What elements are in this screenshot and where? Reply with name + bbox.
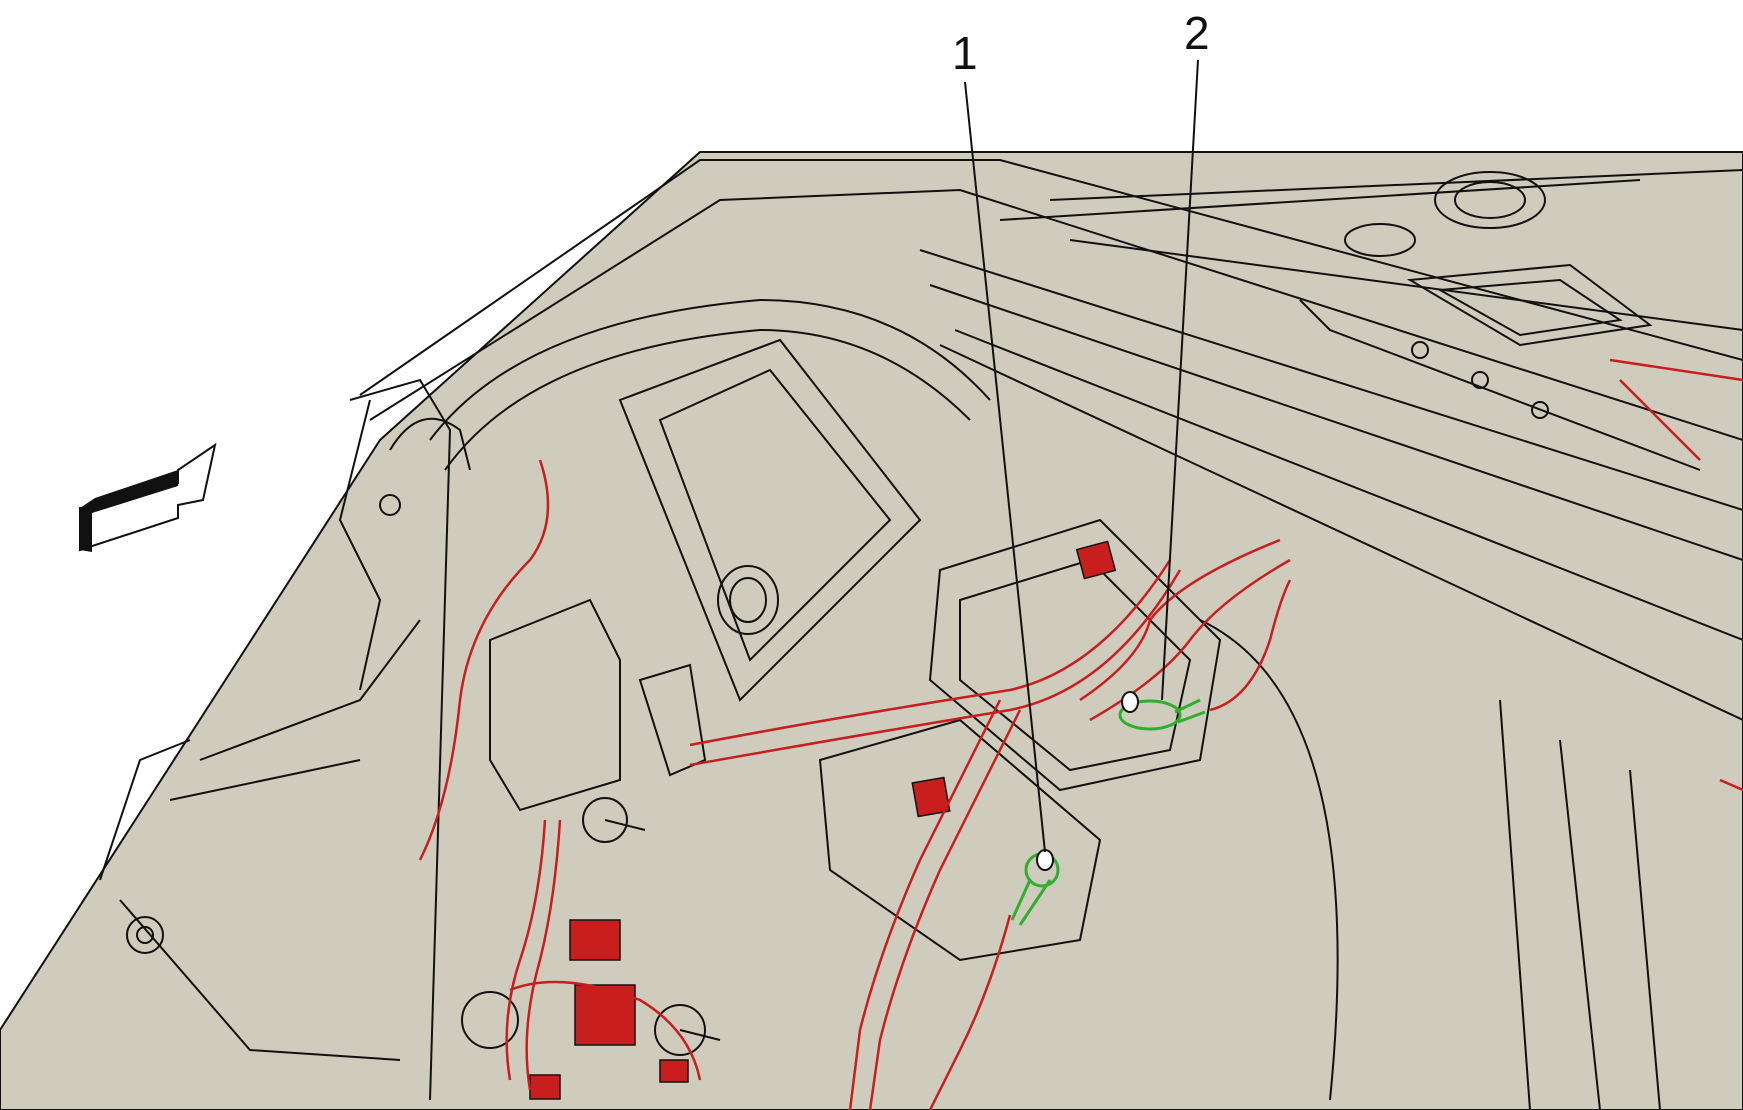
studs	[1036, 691, 1139, 871]
inner-panel	[461, 338, 1661, 1110]
callout-label-1: 1	[952, 27, 978, 79]
left-quarter-panel	[99, 298, 991, 1101]
leader-line-1	[964, 81, 1046, 853]
ground-terminal-2	[1118, 698, 1206, 731]
wiring-harness	[418, 358, 1743, 1110]
connectors	[529, 540, 1117, 1100]
ground-terminal-1	[1010, 852, 1060, 926]
body-panel	[0, 151, 1743, 1110]
roof-header	[359, 159, 1743, 721]
leader-line-2	[1161, 59, 1199, 701]
callout-label-2: 2	[1184, 7, 1210, 59]
forward-arrow-icon	[79, 442, 217, 552]
